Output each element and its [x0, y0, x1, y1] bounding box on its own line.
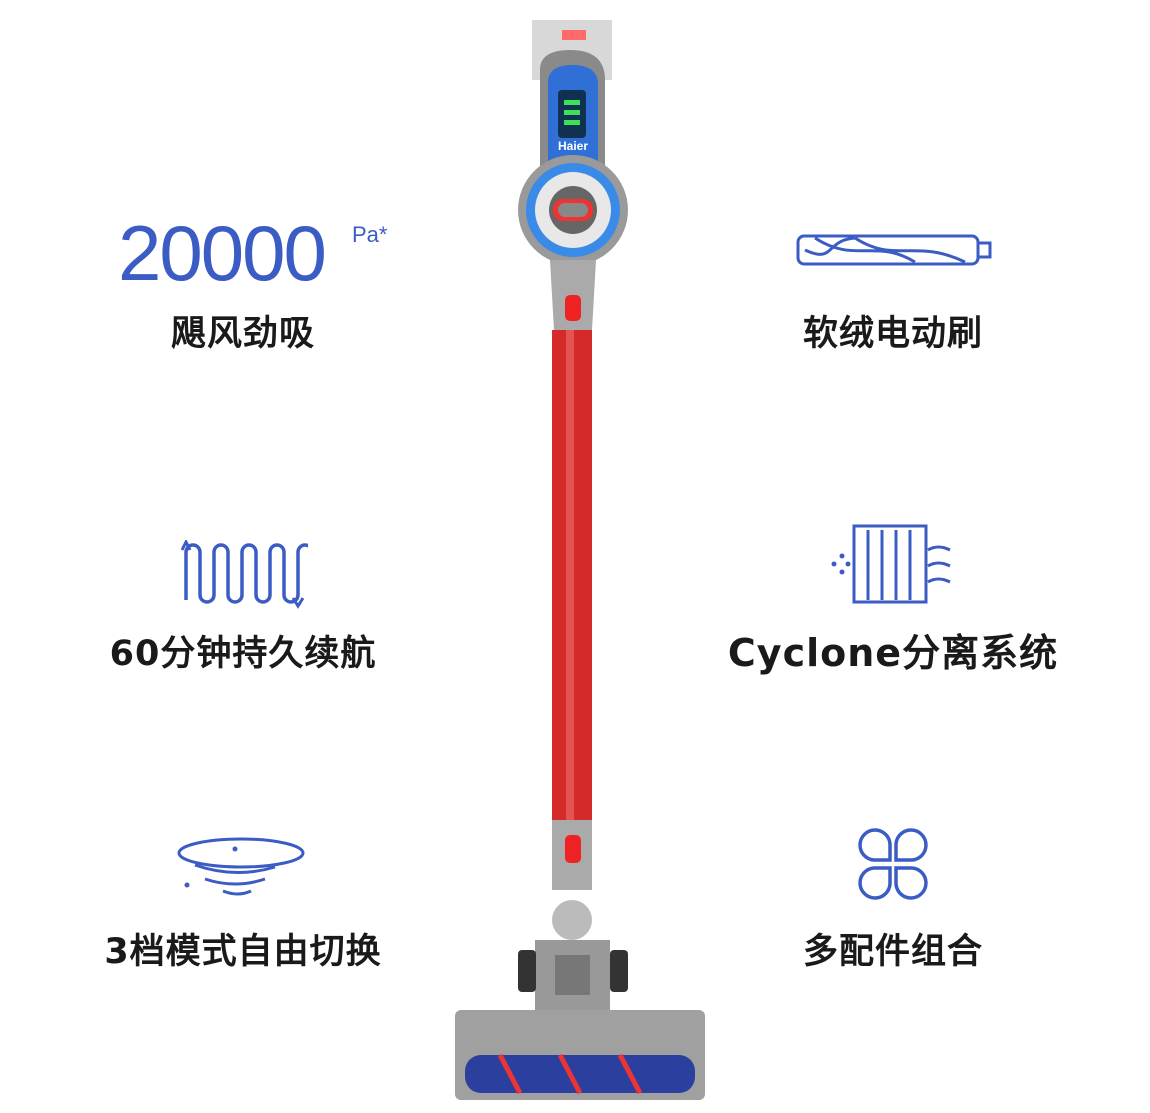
brand-logo: Haier	[558, 139, 588, 153]
brush-label: 软绒电动刷	[802, 314, 984, 354]
suction-label: 飓风劲吸	[170, 314, 316, 354]
tornado-modes-icon	[177, 837, 305, 896]
suction-value: 20000	[118, 209, 327, 297]
cyclone-filter-icon	[831, 524, 951, 604]
vacuum-cleaner-image: Haier	[455, 20, 705, 1100]
clover-accessories-icon	[858, 828, 928, 900]
runtime-label: 60分钟持久续航	[109, 634, 377, 674]
accessories-label: 多配件组合	[802, 932, 984, 972]
cyclone-label: Cyclone分离系统	[727, 631, 1059, 675]
suction-unit: Pa*	[352, 222, 388, 247]
wave-runtime-icon	[180, 540, 308, 609]
modes-label: 3档模式自由切换	[104, 932, 382, 972]
roller-brush-icon	[796, 234, 992, 266]
